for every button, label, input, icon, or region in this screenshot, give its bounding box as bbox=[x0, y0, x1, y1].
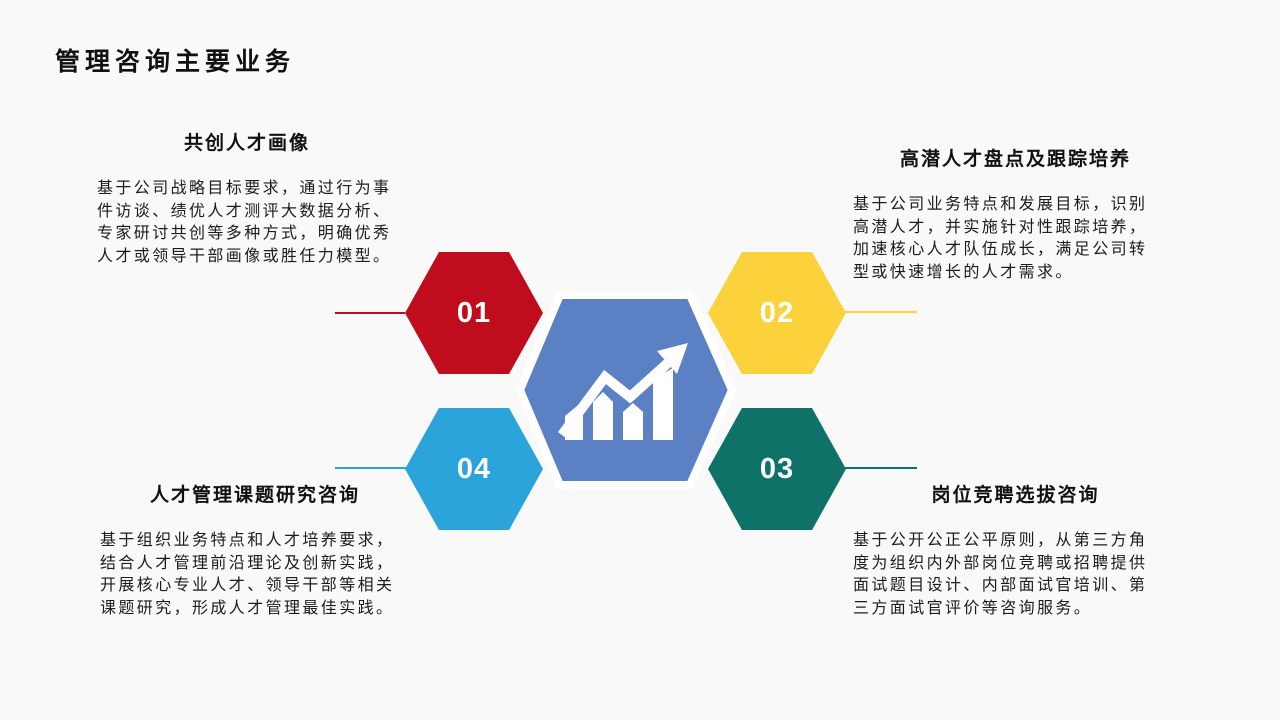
service-heading: 共创人才画像 bbox=[183, 133, 310, 154]
hexagon-number: 01 bbox=[456, 296, 492, 329]
service-description: 基于公开公正公平原则，从第三方角 度为组织内外部岗位竞聘或招聘提供 面试题目设计… bbox=[853, 532, 1148, 617]
service-block-bottom-left: 人才管理课题研究咨询 基于组织业务特点和人才培养要求， 结合人才管理前沿理论及创… bbox=[100, 484, 410, 620]
hexagon-04: 04 bbox=[405, 408, 543, 530]
hexagon-03: 03 bbox=[708, 408, 846, 530]
service-block-top-right: 高潜人才盘点及跟踪培养 基于公司业务特点和发展目标，识别 高潜人才，并实施针对性… bbox=[853, 148, 1178, 284]
service-description: 基于公司战略目标要求，通过行为事 件访谈、绩优人才测评大数据分析、 专家研讨共创… bbox=[97, 180, 392, 265]
service-block-top-left: 共创人才画像 基于公司战略目标要求，通过行为事 件访谈、绩优人才测评大数据分析、… bbox=[97, 132, 397, 268]
service-heading: 岗位竞聘选拔咨询 bbox=[931, 485, 1100, 506]
hexagon-number: 03 bbox=[759, 452, 795, 485]
service-description: 基于组织业务特点和人才培养要求， 结合人才管理前沿理论及创新实践， 开展核心专业… bbox=[100, 532, 395, 617]
page-title: 管理咨询主要业务 bbox=[55, 48, 296, 76]
hexagon-number: 02 bbox=[759, 296, 795, 329]
growth-chart-icon bbox=[557, 343, 688, 440]
connector-line-01 bbox=[335, 312, 405, 314]
hexagon-02: 02 bbox=[708, 252, 846, 374]
connector-line-04 bbox=[335, 467, 406, 469]
service-description: 基于公司业务特点和发展目标，识别 高潜人才，并实施针对性跟踪培养， 加速核心人才… bbox=[853, 196, 1148, 281]
connector-line-03 bbox=[845, 467, 917, 469]
center-hexagon bbox=[515, 291, 737, 489]
connector-line-02 bbox=[845, 311, 917, 313]
service-heading: 人才管理课题研究咨询 bbox=[149, 485, 360, 506]
service-block-bottom-right: 岗位竞聘选拔咨询 基于公开公正公平原则，从第三方角 度为组织内外部岗位竞聘或招聘… bbox=[853, 484, 1178, 620]
hexagon-number: 04 bbox=[456, 452, 492, 485]
hexagon-01: 01 bbox=[405, 252, 543, 374]
service-heading: 高潜人才盘点及跟踪培养 bbox=[899, 149, 1131, 170]
